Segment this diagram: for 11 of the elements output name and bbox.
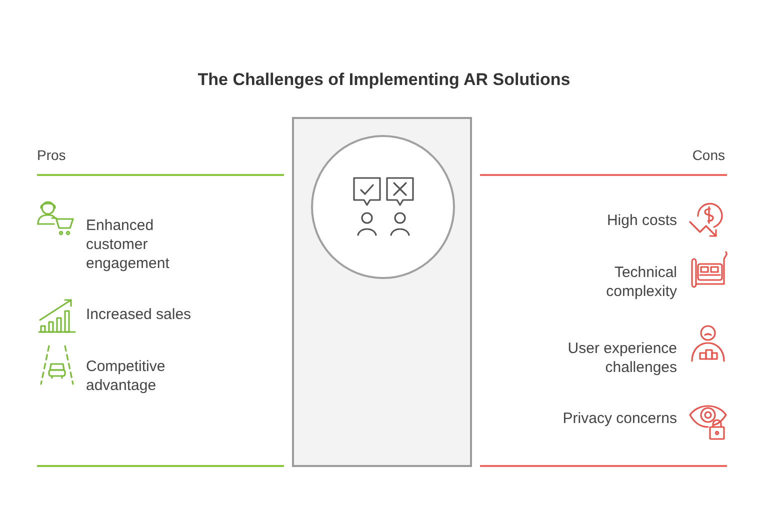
column-heading: Cons <box>691 146 725 165</box>
list-item-text: Increased sales <box>86 305 192 324</box>
center-panel <box>292 117 472 467</box>
list-item-text: Competitive advantage <box>86 357 166 395</box>
column-heading: Pros <box>37 146 67 165</box>
list-item-text: High costs <box>606 211 677 230</box>
title: The Challenges of Implementing AR Solutions <box>196 69 572 91</box>
list-item-text: Enhanced customer engagement <box>86 216 170 273</box>
list-item-text: Privacy concerns <box>562 409 677 428</box>
list-item-text: Technical complexity <box>605 263 677 301</box>
list-item-text: User experience challenges <box>566 339 677 377</box>
